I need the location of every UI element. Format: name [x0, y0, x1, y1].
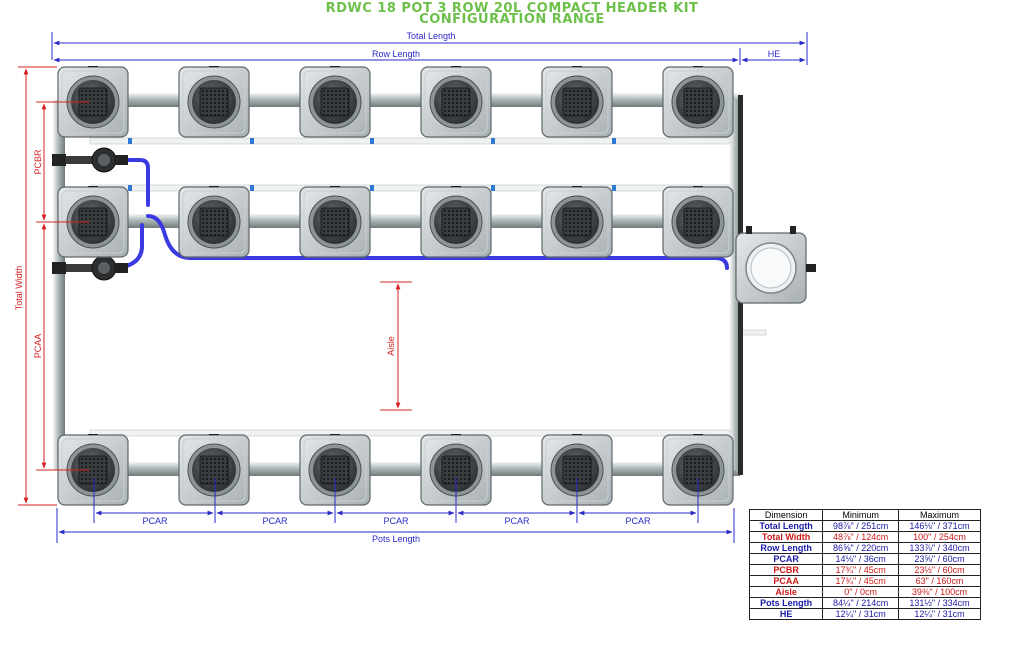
minimum-cell: 12¼" / 31cm [822, 608, 899, 620]
minimum-cell: 14⅛" / 36cm [822, 553, 899, 565]
red-dimensions [18, 66, 412, 506]
minimum-cell: 17¾" / 45cm [822, 564, 899, 576]
table-header-row: Dimension Minimum Maximum [748, 509, 981, 521]
diagram-subtitle: CONFIGURATION RANGE [419, 12, 605, 27]
aisle-label: Aisle [386, 336, 396, 356]
pcaa-label: PCAA [33, 334, 43, 359]
pot [178, 434, 250, 506]
dimension-name-cell: HE [748, 608, 824, 620]
row-length-label: Row Length [372, 49, 420, 59]
pipe-network [53, 93, 767, 476]
pcar-label: PCAR [262, 516, 288, 526]
pot [178, 66, 250, 138]
return-pipe [89, 137, 731, 145]
dimension-name-cell: Aisle [748, 586, 824, 598]
pot [299, 66, 371, 138]
hose [108, 158, 150, 207]
column-header: Minimum [822, 509, 899, 521]
he-label: HE [768, 49, 781, 59]
pot [420, 186, 492, 258]
pot [541, 66, 613, 138]
maximum-cell: 12¼" / 31cm [898, 608, 981, 620]
diagram-title: RDWC 18 POT 3 ROW 20L COMPACT HEADER KIT [325, 1, 699, 16]
header-tank [735, 232, 807, 304]
return-pipe [741, 329, 767, 336]
pot [662, 66, 734, 138]
pots-length-label: Pots Length [372, 534, 420, 544]
hose [146, 214, 729, 270]
maximum-cell: 63" / 160cm [898, 575, 981, 587]
pcar-label: PCAR [625, 516, 651, 526]
maximum-cell: 146⅛" / 371cm [898, 520, 981, 532]
dimension-name-cell: PCAA [748, 575, 824, 587]
dimension-labels: Total Length Row Length HE PCAR PCAR PCA… [14, 30, 780, 544]
return-pipe [89, 429, 731, 437]
blue-dimensions [51, 32, 808, 543]
minimum-cell: 84¼" / 214cm [822, 597, 899, 609]
minimum-cell: 48⅞" / 124cm [822, 531, 899, 543]
maximum-cell: 39⅜" / 100cm [898, 586, 981, 598]
pot [541, 186, 613, 258]
pot [57, 434, 129, 506]
pot [420, 66, 492, 138]
total-width-label: Total Width [14, 266, 24, 311]
dimension-name-cell: Total Length [748, 520, 824, 532]
column-header: Dimension [748, 509, 824, 521]
pump-fittings [52, 147, 128, 281]
pcbr-label: PCBR [33, 149, 43, 175]
pcar-label: PCAR [383, 516, 409, 526]
maximum-cell: 131½" / 334cm [898, 597, 981, 609]
maximum-cell: 133⅞" / 340cm [898, 542, 981, 554]
dimension-name-cell: Row Length [748, 542, 824, 554]
minimum-cell: 17¾" / 45cm [822, 575, 899, 587]
pot [299, 186, 371, 258]
maximum-cell: 23⅝" / 60cm [898, 553, 981, 565]
pot [57, 186, 129, 258]
dimension-name-cell: Pots Length [748, 597, 824, 609]
pot [178, 186, 250, 258]
header-unit [735, 226, 816, 304]
maximum-cell: 100" / 254cm [898, 531, 981, 543]
pcar-label: PCAR [142, 516, 168, 526]
pcar-label: PCAR [504, 516, 530, 526]
dimension-name-cell: Total Width [748, 531, 824, 543]
pot [662, 186, 734, 258]
minimum-cell: 86⅝" / 220cm [822, 542, 899, 554]
pump-icon [52, 255, 128, 281]
pot [57, 66, 129, 138]
minimum-cell: 0" / 0cm [822, 586, 899, 598]
pump-icon [52, 147, 128, 173]
column-header: Maximum [898, 509, 981, 521]
maximum-cell: 23½" / 60cm [898, 564, 981, 576]
total-length-label: Total Length [406, 31, 455, 41]
dimension-name-cell: PCAR [748, 553, 824, 565]
minimum-cell: 98⅞" / 251cm [822, 520, 899, 532]
dimension-name-cell: PCBR [748, 564, 824, 576]
